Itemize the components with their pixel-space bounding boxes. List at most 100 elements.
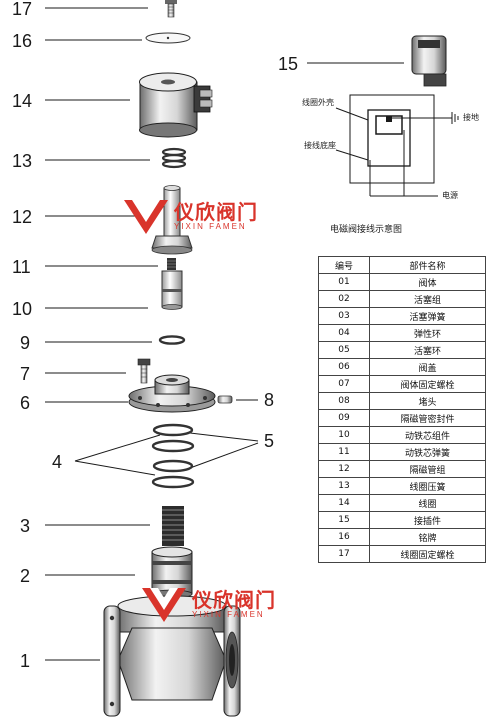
callout-14: 14: [12, 91, 33, 111]
parts-table-header: 编号 部件名称: [318, 256, 486, 274]
part-name: 动铁芯组件: [369, 426, 486, 444]
connector-15: [411, 35, 447, 87]
part-name: 动铁芯弹簧: [369, 443, 486, 461]
piston-spring-3: [162, 506, 184, 546]
part-number: 04: [318, 324, 370, 342]
callout-9: 9: [20, 333, 31, 353]
part-number: 11: [318, 443, 370, 461]
yixin-logo-icon: [142, 588, 186, 622]
leader-lines: [45, 7, 404, 661]
part-name: 线圈固定螺栓: [369, 545, 486, 563]
coil-spring-13: [161, 147, 187, 169]
part-name: 隔磁管组: [369, 460, 486, 478]
callout-15: 15: [278, 54, 299, 74]
callout-16: 16: [12, 31, 33, 51]
part-number: 14: [318, 494, 370, 512]
part-number: 13: [318, 477, 370, 495]
watermark-top: 仪欣阀门 YIXIN FAMEN: [122, 196, 258, 236]
part-number: 15: [318, 511, 370, 529]
callout-3: 3: [20, 516, 31, 536]
plug-8: [217, 395, 233, 404]
part-name: 活塞组: [369, 290, 486, 308]
part-name: 铭牌: [369, 528, 486, 546]
part-number: 08: [318, 392, 370, 410]
callout-8: 8: [264, 390, 275, 410]
plunger-10: [161, 270, 183, 310]
wiring-caption: 电磁阀接线示意图: [330, 225, 403, 235]
part-name: 活塞弹簧: [369, 307, 486, 325]
valve-body-1: [103, 595, 241, 717]
callout-1: 1: [20, 651, 31, 671]
part-number: 01: [318, 273, 370, 291]
bonnet-6: [128, 374, 216, 413]
label-coil-housing: 线圈外壳: [302, 98, 334, 107]
part-name: 阀体固定螺栓: [369, 375, 486, 393]
piston-rings-4-5: [151, 423, 195, 489]
part-name: 线圈: [369, 494, 486, 512]
part-number: 16: [318, 528, 370, 546]
part-number: 12: [318, 460, 370, 478]
brand-name-en: YIXIN FAMEN: [174, 221, 247, 231]
callout-6: 6: [20, 393, 31, 413]
part-name: 接插件: [369, 511, 486, 529]
watermark-bottom: 仪欣阀门 YIXIN FAMEN: [140, 584, 276, 624]
yixin-logo-icon: [124, 200, 168, 234]
part-name: 活塞环: [369, 341, 486, 359]
brand-name-en: YIXIN FAMEN: [192, 609, 265, 619]
part-name: 阀体: [369, 273, 486, 291]
label-terminal-base: 接线底座: [304, 141, 336, 150]
tube-seal-9: [158, 335, 186, 345]
callout-5: 5: [264, 431, 275, 451]
brand-name-cn: 仪欣阀门: [192, 587, 276, 612]
callout-10: 10: [12, 299, 33, 319]
part-number: 07: [318, 375, 370, 393]
part-name: 弹性环: [369, 324, 486, 342]
body-bolt-7: [137, 358, 151, 384]
callout-17: 17: [12, 0, 33, 19]
coil-bolt-17: [165, 0, 177, 18]
part-number: 06: [318, 358, 370, 376]
callout-13: 13: [12, 151, 33, 171]
part-number: 03: [318, 307, 370, 325]
callout-4: 4: [52, 452, 63, 472]
part-number: 10: [318, 426, 370, 444]
part-name: 阀盖: [369, 358, 486, 376]
wiring-schematic: [335, 94, 459, 197]
callout-7: 7: [20, 364, 31, 384]
callout-12: 12: [12, 207, 33, 227]
part-number: 02: [318, 290, 370, 308]
part-name: 线圈压簧: [369, 477, 486, 495]
part-number: 05: [318, 341, 370, 359]
label-power: 电源: [442, 191, 458, 200]
coil-14: [139, 72, 213, 138]
label-ground: 接地: [463, 113, 479, 122]
part-number: 17: [318, 545, 370, 563]
part-name: 隔磁管密封件: [369, 409, 486, 427]
brand-name-cn: 仪欣阀门: [174, 199, 258, 224]
part-number: 09: [318, 409, 370, 427]
part-name: 堵头: [369, 392, 486, 410]
callout-2: 2: [20, 566, 31, 586]
header-number: 编号: [318, 256, 370, 274]
isolating-tube-12: [151, 185, 193, 255]
callout-11: 11: [12, 257, 31, 277]
